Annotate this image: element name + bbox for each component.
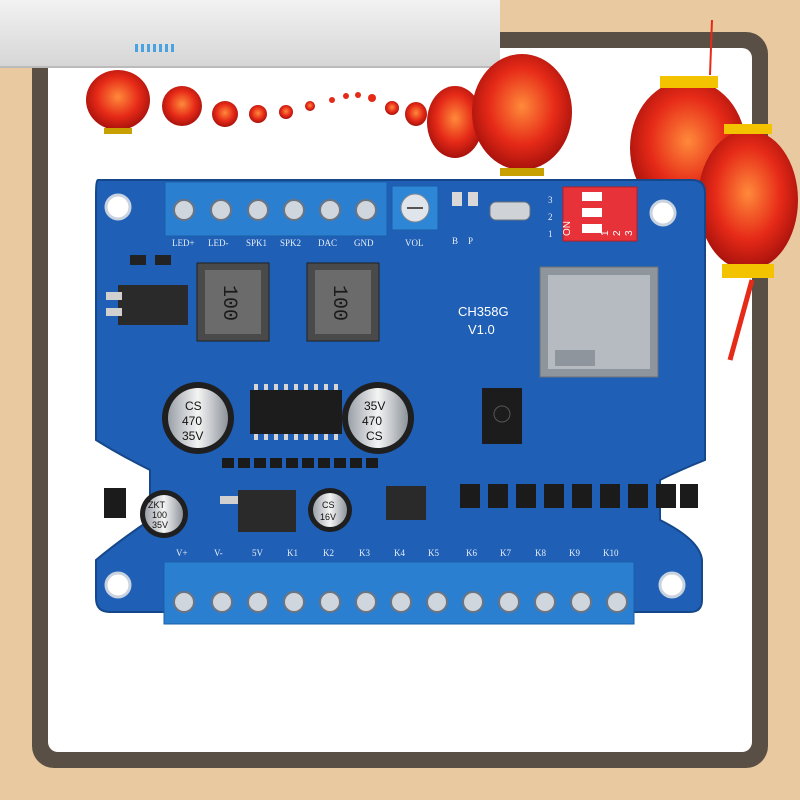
lantern-garland bbox=[86, 54, 572, 176]
top-terminal-block bbox=[164, 181, 388, 237]
svg-text:K1: K1 bbox=[287, 548, 298, 558]
svg-text:CS: CS bbox=[322, 500, 335, 510]
svg-text:2: 2 bbox=[612, 230, 623, 236]
svg-text:35V: 35V bbox=[182, 429, 203, 443]
svg-text:3: 3 bbox=[548, 195, 553, 205]
terminal-label-spk1: SPK1 bbox=[246, 238, 267, 248]
svg-text:100: 100 bbox=[217, 285, 240, 321]
svg-text:1: 1 bbox=[600, 230, 611, 236]
capacitor-big-right: 35V 470 CS bbox=[342, 382, 414, 454]
label-b: B bbox=[452, 236, 458, 246]
svg-text:CS: CS bbox=[366, 429, 383, 443]
dip-switch: ON 1 2 3 bbox=[562, 186, 638, 242]
label-p: P bbox=[468, 236, 473, 246]
svg-text:CS: CS bbox=[185, 399, 202, 413]
svg-text:470: 470 bbox=[182, 414, 202, 428]
svg-text:K4: K4 bbox=[394, 548, 405, 558]
mosfet bbox=[386, 486, 426, 520]
svg-text:K6: K6 bbox=[466, 548, 477, 558]
svg-text:K5: K5 bbox=[428, 548, 439, 558]
svg-text:470: 470 bbox=[362, 414, 382, 428]
amplifier-ic bbox=[250, 384, 342, 440]
svg-text:3: 3 bbox=[624, 230, 635, 236]
strip-dots bbox=[135, 44, 175, 52]
main-ic bbox=[482, 388, 522, 444]
svg-text:K2: K2 bbox=[323, 548, 334, 558]
svg-text:1: 1 bbox=[548, 229, 553, 239]
svg-text:35V: 35V bbox=[152, 520, 168, 530]
svg-text:K9: K9 bbox=[569, 548, 580, 558]
svg-text:V+: V+ bbox=[176, 548, 188, 558]
vol-label: VOL bbox=[405, 238, 424, 248]
regulator-left bbox=[106, 255, 188, 325]
dip-on-label: ON bbox=[562, 221, 573, 236]
bottom-terminal-block bbox=[163, 561, 635, 625]
regulator-bottom bbox=[220, 490, 296, 532]
svg-text:K10: K10 bbox=[603, 548, 619, 558]
svg-text:16V: 16V bbox=[320, 512, 336, 522]
dip-side-numbers: 3 2 1 bbox=[548, 195, 553, 239]
volume-pot: VOL bbox=[391, 185, 439, 248]
svg-text:K3: K3 bbox=[359, 548, 370, 558]
bp-pads: B P bbox=[452, 192, 478, 246]
svg-text:2: 2 bbox=[548, 212, 553, 222]
terminal-label-spk2: SPK2 bbox=[280, 238, 301, 248]
svg-text:K7: K7 bbox=[500, 548, 511, 558]
capacitor-big-left: CS 470 35V bbox=[162, 382, 234, 454]
svg-text:K8: K8 bbox=[535, 548, 546, 558]
chip-version: V1.0 bbox=[468, 322, 495, 337]
svg-text:100: 100 bbox=[327, 285, 350, 321]
terminal-label-dac: DAC bbox=[318, 238, 337, 248]
svg-text:35V: 35V bbox=[364, 399, 385, 413]
terminal-label-led-plus: LED+ bbox=[172, 238, 195, 248]
inductor-left: 100 bbox=[196, 262, 270, 342]
chip-name: CH358G bbox=[458, 304, 509, 319]
sd-card-slot bbox=[539, 266, 659, 378]
terminal-label-led-minus: LED- bbox=[208, 238, 229, 248]
svg-text:100: 100 bbox=[152, 510, 167, 520]
svg-text:ZKT: ZKT bbox=[148, 500, 166, 510]
inductor-right: 100 bbox=[306, 262, 380, 342]
diode bbox=[104, 488, 126, 518]
resistor-row bbox=[222, 458, 378, 468]
output-transistors bbox=[460, 484, 698, 508]
svg-text:5V: 5V bbox=[252, 548, 264, 558]
browser-strip bbox=[0, 0, 500, 68]
svg-text:V-: V- bbox=[214, 548, 223, 558]
capacitor-small-left: ZKT 100 35V bbox=[140, 490, 188, 538]
usb-port bbox=[489, 201, 531, 221]
top-terminal-labels: LED+ LED- SPK1 SPK2 DAC GND bbox=[172, 238, 374, 248]
capacitor-small-right: CS 16V bbox=[308, 488, 352, 532]
bottom-terminal-labels: V+ V- 5V K1 K2 K3 K4 K5 K6 K7 K8 K9 K10 bbox=[176, 548, 619, 558]
terminal-label-gnd: GND bbox=[354, 238, 374, 248]
